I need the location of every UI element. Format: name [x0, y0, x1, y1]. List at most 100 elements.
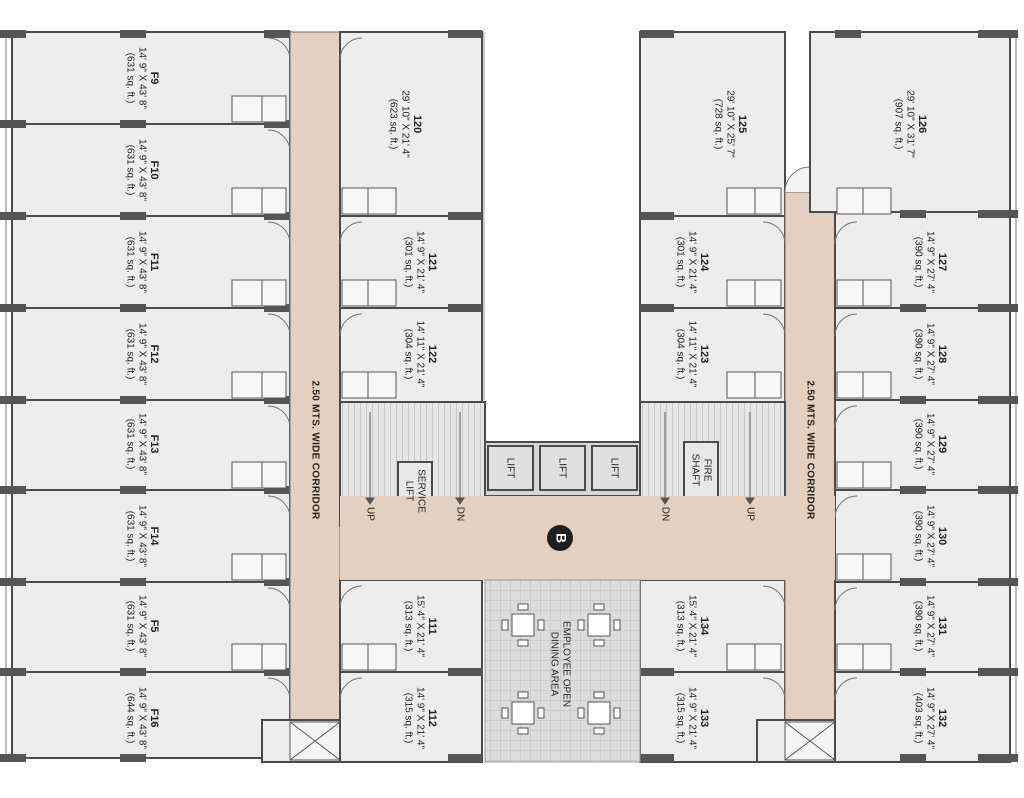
- unit-label-131-line-2: (390 sq. ft.): [912, 601, 923, 652]
- unit-label-124-line-0: 124: [698, 253, 710, 272]
- central-core: [339, 401, 835, 763]
- unit-label-F5-line-2: (631 sq. ft.): [124, 601, 135, 652]
- stair-down-left: DN: [454, 507, 465, 521]
- unit-label-128-line-0: 128: [936, 345, 948, 363]
- unit-label-F13-line-1: 14' 9" X 43' 8": [136, 413, 147, 476]
- unit-label-F12-line-1: 14' 9" X 43' 8": [136, 323, 147, 386]
- unit-label-122-line-1: 14' 11" X 21' 4": [414, 321, 425, 388]
- unit-label-127-line-0: 127: [936, 253, 948, 271]
- lift-2: [539, 445, 586, 491]
- unit-label-133-line-1: 14' 9" X 21' 4": [686, 687, 697, 750]
- corridor-label-left-line-0: 2.50 MTS. WIDE CORRIDOR: [309, 380, 320, 520]
- lift-label-1: LIFT: [504, 458, 515, 479]
- corridor-label-right: 2.50 MTS. WIDE CORRIDOR: [804, 380, 815, 520]
- stair-up-right-line-0: UP: [744, 507, 755, 521]
- unit-label-123-line-1: 14' 11" X 21' 4": [686, 321, 697, 388]
- unit-label-125-line-1: 29' 10" X 25' 7": [724, 90, 735, 158]
- unit-label-F12-line-2: (631 sq. ft.): [124, 329, 135, 380]
- unit-label-122-line-0: 122: [426, 345, 438, 363]
- lift-label-3-line-0: LIFT: [608, 458, 619, 479]
- left-inner-units: [339, 30, 485, 763]
- stair-down-right-line-0: DN: [659, 507, 670, 521]
- unit-label-F12-line-0: F12: [148, 345, 160, 364]
- stair-up-left-line-0: UP: [364, 507, 375, 521]
- unit-label-F5-line-0: F5: [148, 620, 160, 633]
- unit-label-127-line-2: (390 sq. ft.): [912, 237, 923, 288]
- unit-label-120-line-2: (623 sq. ft.): [387, 99, 398, 150]
- unit-label-111-line-1: 15' 4" X 21' 4": [414, 595, 425, 658]
- unit-label-111-line-0: 111: [426, 617, 438, 634]
- unit-label-F14-line-2: (631 sq. ft.): [124, 511, 135, 562]
- unit-label-129-line-2: (390 sq. ft.): [912, 419, 923, 470]
- unit-label-130-line-0: 130: [936, 527, 948, 545]
- dining-label-line-0: EMPLOYEE OPEN: [560, 621, 571, 707]
- unit-label-111-line-2: (313 sq. ft.): [402, 601, 413, 652]
- unit-label-126-line-0: 126: [916, 115, 928, 133]
- unit-label-F10-line-0: F10: [148, 161, 160, 180]
- dining-label-line-1: DINING AREA: [548, 632, 559, 697]
- service-lift-label-line-0: SERVICE: [415, 469, 426, 513]
- unit-label-F5-line-1: 14' 9" X 43' 8": [136, 595, 147, 658]
- unit-label-129-line-1: 14' 9" X 27' 4": [924, 413, 935, 476]
- unit-label-127-line-1: 14' 9" X 27' 4": [924, 231, 935, 294]
- unit-label-120-line-0: 120: [411, 115, 423, 133]
- unit-label-F11-line-0: F11: [148, 253, 160, 271]
- unit-label-130-line-2: (390 sq. ft.): [912, 511, 923, 562]
- stair-down-left-line-0: DN: [454, 507, 465, 521]
- unit-label-F16-line-1: 14' 9" X 43' 8": [136, 687, 147, 750]
- dining-area: [484, 579, 641, 763]
- block-badge-label: B: [553, 533, 569, 543]
- unit-label-132-line-1: 14' 9" X 27' 4": [924, 687, 935, 750]
- unit-label-F14-line-0: F14: [148, 527, 160, 547]
- left-corridor: [289, 31, 341, 723]
- unit-label-128-line-1: 14' 9" X 27' 4": [924, 323, 935, 386]
- unit-label-112-line-2: (315 sq. ft.): [402, 693, 413, 744]
- fire-shaft-label-line-0: FIRE: [701, 459, 712, 482]
- corridor-label-left: 2.50 MTS. WIDE CORRIDOR: [309, 380, 320, 520]
- right-wing: [809, 30, 1018, 763]
- unit-label-132-line-0: 132: [936, 709, 948, 727]
- unit-label-128-line-2: (390 sq. ft.): [912, 329, 923, 380]
- stair-up-left: UP: [364, 507, 375, 521]
- unit-label-F10-line-2: (631 sq. ft.): [124, 145, 135, 196]
- unit-label-F10-line-1: 14' 9" X 43' 8": [136, 139, 147, 202]
- unit-label-131-line-0: 131: [936, 617, 948, 635]
- unit-label-F9-line-0: F9: [148, 72, 160, 85]
- unit-label-112-line-0: 112: [426, 709, 438, 727]
- unit-label-134-line-1: 15' 4" X 21' 4": [686, 595, 697, 658]
- unit-label-F9-line-1: 14' 9" X 43' 8": [136, 47, 147, 110]
- unit-label-121-line-1: 14' 9" X 21' 4": [414, 231, 425, 294]
- unit-label-121-line-2: (301 sq. ft.): [402, 237, 413, 288]
- unit-label-F13-line-0: F13: [148, 435, 160, 454]
- unit-label-F11-line-1: 14' 9" X 43' 8": [136, 231, 147, 294]
- unit-label-F11-line-2: (631 sq. ft.): [124, 237, 135, 288]
- block-badge: [547, 525, 573, 551]
- unit-label-133-line-2: (315 sq. ft.): [674, 693, 685, 744]
- service-lift-label-line-1: LIFT: [403, 481, 414, 502]
- unit-label-F13-line-2: (631 sq. ft.): [124, 419, 135, 470]
- unit-label-124-line-1: 14' 9" X 21' 4": [686, 231, 697, 294]
- stair-down-right: DN: [659, 507, 670, 521]
- unit-label-129-line-0: 129: [936, 435, 948, 453]
